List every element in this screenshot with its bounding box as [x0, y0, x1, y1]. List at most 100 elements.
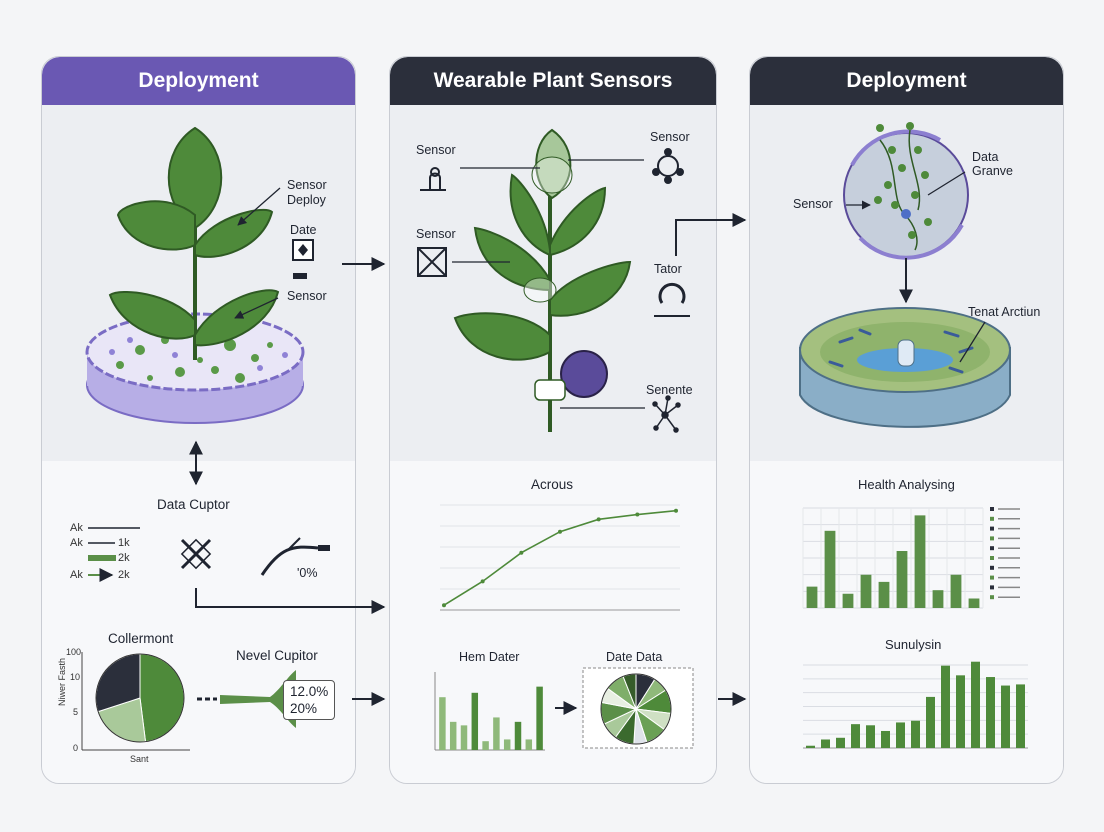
- label-sensor-box: Sensor: [416, 227, 456, 241]
- acrous-point-1: [480, 579, 485, 584]
- pie-y-tick-100: 100: [66, 647, 82, 657]
- label-data-cuptor: Data Cuptor: [157, 497, 230, 512]
- legend-2k-a: 2k: [118, 552, 130, 564]
- health-bar-6: [914, 515, 926, 608]
- cross-tool-icon: [180, 538, 212, 570]
- label-hem-dater: Hem Dater: [459, 650, 520, 664]
- acrous-series-line: [443, 509, 677, 606]
- hem-dater-bar-8: [525, 739, 533, 750]
- box-sensor-icon: [417, 247, 447, 277]
- sunulysin-bar-10: [956, 675, 965, 748]
- health-legend-swatch-0: [990, 507, 994, 511]
- left-lower-section: [42, 461, 355, 783]
- hem-dater-bar-7: [514, 721, 522, 750]
- legend-2k-b: 2k: [118, 569, 130, 581]
- health-bar-8: [950, 574, 962, 608]
- right-lower-section: [750, 461, 1063, 783]
- sunulysin-bar-2: [836, 737, 845, 748]
- label-date-data: Date Data: [606, 650, 663, 664]
- label-sensor-right: Sensor: [793, 197, 833, 211]
- health-bar-7: [932, 590, 944, 608]
- date-data-pie-outline: [600, 673, 672, 745]
- health-bar-3: [860, 574, 872, 608]
- network-node-icon: [652, 395, 681, 433]
- curve-connector-icon: [260, 537, 330, 576]
- right-panel-title: Deployment: [750, 57, 1063, 105]
- legend-ak-1: Ak: [70, 522, 83, 534]
- health-bar-5: [896, 551, 908, 608]
- panel-right-deployment: Deployment: [749, 56, 1064, 784]
- label-sunulysin: Sunulysin: [885, 637, 942, 652]
- label-date: Date: [290, 223, 317, 237]
- sunulysin-bar-4: [866, 725, 875, 748]
- label-sensor-deploy-2: Deploy: [287, 193, 326, 207]
- hem-dater-bar-0: [439, 697, 446, 750]
- tator-ring-icon: [654, 282, 690, 317]
- health-legend-swatch-9: [990, 595, 994, 600]
- health-legend-swatch-4: [990, 546, 994, 551]
- label-percent: '0%: [297, 566, 318, 580]
- pie-y-tick-0: 0: [73, 743, 79, 753]
- health-analysing-bar-chart: [802, 507, 1020, 609]
- collermont-pie-chart: [81, 652, 190, 751]
- label-tator: Tator: [654, 262, 682, 276]
- collermont-pie-slice-0: [139, 653, 185, 743]
- middle-plant: [453, 128, 632, 432]
- pie-y-tick-10: 10: [70, 672, 81, 682]
- pie-x-axis-label: Sant: [130, 754, 149, 764]
- label-granve: Granve: [972, 164, 1013, 178]
- funnel-icon: [197, 670, 296, 728]
- health-bar-0: [806, 586, 818, 608]
- sunulysin-bar-9: [941, 665, 950, 748]
- hem-dater-bar-2: [460, 725, 468, 750]
- hem-dater-bar-1: [449, 721, 457, 750]
- label-sensor-probe: Sensor: [416, 143, 456, 157]
- cell-circle: [843, 122, 969, 260]
- sunulysin-bar-chart: [803, 661, 1028, 749]
- hem-dater-bar-6: [503, 739, 511, 750]
- hem-dater-bar-4: [482, 741, 489, 750]
- tissue-slab: [799, 307, 1011, 428]
- label-acrous: Acrous: [531, 477, 574, 492]
- percent-box: 12.0% 20%: [283, 680, 336, 720]
- sunulysin-bar-0: [806, 745, 815, 748]
- middle-panel-title: Wearable Plant Sensors: [390, 57, 716, 105]
- legend-1k: 1k: [118, 537, 130, 549]
- label-health-analysing: Health Analysing: [858, 477, 955, 492]
- label-data: Data: [972, 150, 999, 164]
- health-bar-1: [824, 530, 836, 608]
- left-panel-title: Deployment: [42, 57, 355, 105]
- health-legend-swatch-7: [990, 575, 994, 580]
- hem-dater-bar-9: [536, 686, 543, 750]
- acrous-point-0: [442, 603, 446, 608]
- acrous-line-chart: [440, 504, 680, 611]
- sunulysin-bar-7: [911, 720, 920, 748]
- percent-box-line-2: 20%: [290, 701, 318, 716]
- sunulysin-bar-12: [986, 677, 995, 748]
- sunulysin-bar-5: [881, 730, 890, 748]
- pie-y-axis-label: Niwer Fasth: [57, 657, 67, 706]
- label-sensor-deploy-1: Sensor: [287, 178, 327, 192]
- health-legend-swatch-1: [990, 516, 994, 521]
- health-bar-9: [968, 598, 980, 608]
- legend-ak-2: Ak: [70, 537, 83, 549]
- sensor-tag-icon: [293, 273, 307, 279]
- collermont-pie-outline: [95, 653, 185, 743]
- health-bar-2: [842, 593, 854, 608]
- hem-dater-bar-chart: [434, 672, 545, 751]
- health-legend-swatch-8: [990, 585, 994, 590]
- sunulysin-bar-1: [821, 739, 830, 748]
- label-sensor: Sensor: [287, 289, 327, 303]
- legend-ak-3: Ak: [70, 569, 83, 581]
- probe-sensor-icon: [420, 167, 446, 191]
- pie-y-tick-5: 5: [73, 707, 79, 717]
- label-sensor-top: Sensor: [650, 130, 690, 144]
- health-legend-swatch-6: [990, 565, 994, 570]
- sunulysin-bar-6: [896, 722, 905, 748]
- sunulysin-bar-14: [1016, 684, 1025, 748]
- label-nevel-cuptor: Nevel Cupitor: [236, 648, 318, 663]
- sunulysin-bar-11: [971, 661, 980, 748]
- sunulysin-bar-13: [1001, 685, 1010, 748]
- molecule-sensor-icon: [652, 148, 684, 184]
